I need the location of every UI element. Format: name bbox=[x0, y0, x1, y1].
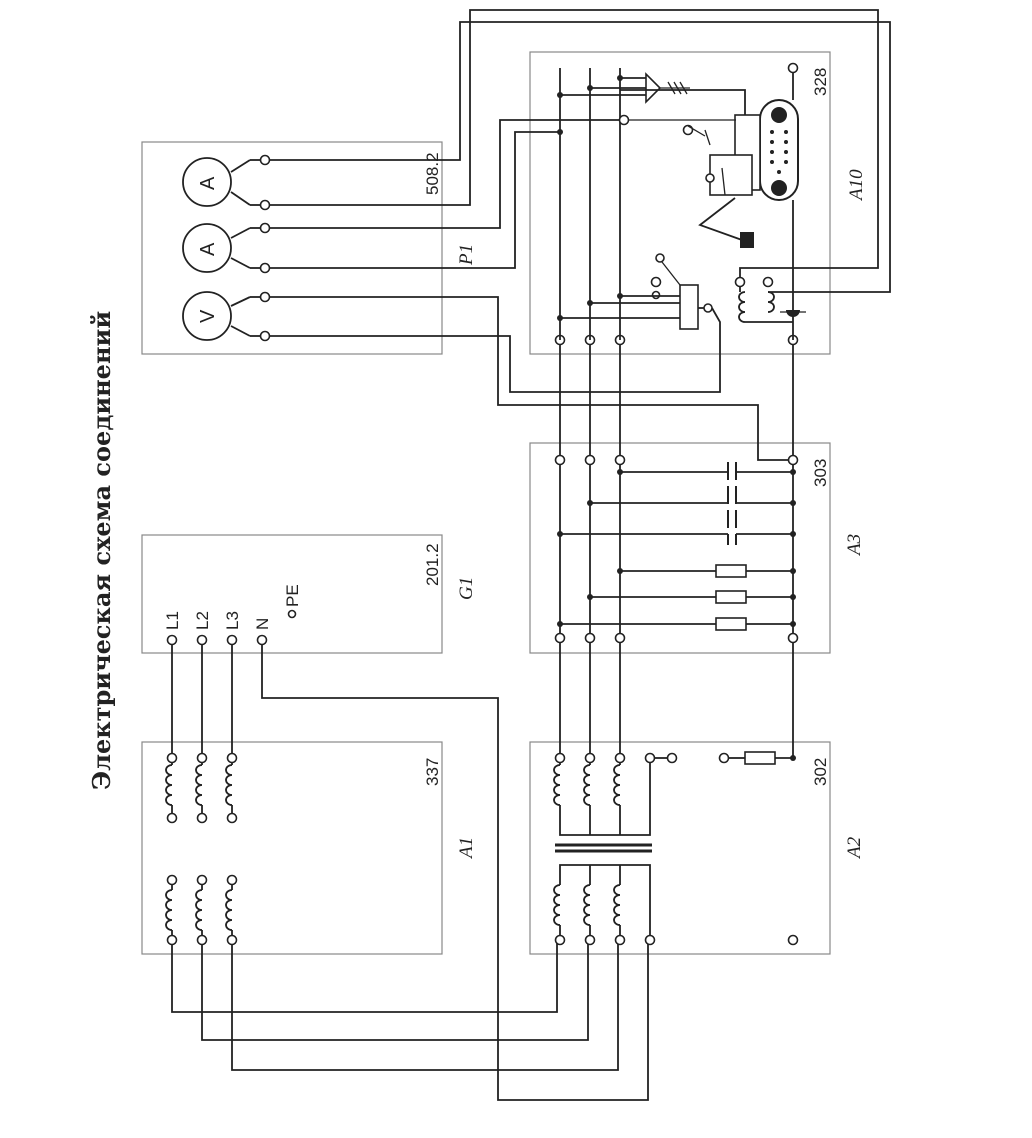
module-designator-a3: A3 bbox=[844, 534, 865, 557]
diagram-title: Электрическая схема соединений bbox=[87, 311, 116, 790]
inductor-icon bbox=[195, 752, 208, 946]
inductor-icon bbox=[553, 752, 566, 806]
module-g1-frame bbox=[141, 534, 443, 654]
module-a1-frame bbox=[141, 741, 443, 955]
ground-icon bbox=[560, 72, 690, 104]
terminal-n[interactable] bbox=[256, 634, 268, 646]
resistor-icon bbox=[715, 590, 747, 604]
ammeter-icon bbox=[182, 157, 251, 207]
meter-label-a1: A bbox=[197, 176, 219, 190]
module-number-a10: 328 bbox=[811, 68, 830, 96]
terminal-l1[interactable] bbox=[166, 634, 178, 646]
module-a3-frame bbox=[529, 442, 831, 654]
resistor-icon bbox=[715, 564, 747, 578]
module-g1 bbox=[166, 609, 297, 646]
capacitor-icon bbox=[727, 462, 737, 545]
inductor-icon bbox=[553, 884, 566, 946]
transformer-core-icon bbox=[555, 843, 652, 853]
resistor-icon bbox=[715, 617, 747, 631]
module-a2-frame bbox=[529, 741, 831, 955]
module-number-g1: 201.2 bbox=[423, 543, 442, 586]
inductor-icon bbox=[165, 752, 178, 946]
inductor-icon bbox=[613, 884, 626, 946]
module-designator-a1: A1 bbox=[456, 837, 477, 860]
meter-label-a2: A bbox=[197, 242, 219, 256]
terminal-label-pe: PE bbox=[283, 584, 302, 607]
resistor-icon bbox=[744, 751, 776, 765]
module-number-a2: 302 bbox=[811, 758, 830, 786]
terminal-label-l1: L1 bbox=[163, 611, 182, 630]
ammeter-icon bbox=[182, 223, 251, 273]
module-a10-frame bbox=[529, 51, 831, 355]
voltmeter-icon bbox=[182, 291, 251, 341]
terminal-l3[interactable] bbox=[226, 634, 238, 646]
module-number-a1: 337 bbox=[423, 758, 442, 786]
module-p1 bbox=[182, 154, 271, 342]
module-a10 bbox=[554, 62, 806, 346]
inductor-icon bbox=[583, 752, 596, 806]
inductor-icon bbox=[613, 752, 626, 806]
module-designator-p1: P1 bbox=[456, 244, 477, 266]
module-designator-a2: A2 bbox=[844, 836, 865, 860]
terminal-l2[interactable] bbox=[196, 634, 208, 646]
module-designator-a10: A10 bbox=[846, 169, 867, 202]
motor-icon bbox=[620, 89, 761, 248]
meter-label-v: V bbox=[197, 309, 219, 323]
module-a1 bbox=[165, 752, 238, 946]
module-a2 bbox=[553, 751, 799, 946]
module-number-a3: 303 bbox=[811, 459, 830, 487]
labels: Электрическая схема соединений L1 L2 L3 … bbox=[87, 68, 867, 860]
terminal-label-l2: L2 bbox=[193, 611, 212, 630]
connector-icon bbox=[759, 99, 799, 201]
terminal-label-l3: L3 bbox=[223, 611, 242, 630]
module-designator-g1: G1 bbox=[456, 577, 477, 600]
module-number-p1: 508.2 bbox=[423, 152, 442, 195]
inductor-icon bbox=[225, 752, 238, 946]
terminal-pe[interactable] bbox=[287, 609, 297, 619]
module-p1-frame bbox=[141, 141, 443, 355]
terminal-label-n: N bbox=[253, 618, 272, 630]
inductor-icon bbox=[583, 884, 596, 946]
external-wiring bbox=[171, 9, 891, 1101]
module-a3 bbox=[554, 454, 799, 644]
